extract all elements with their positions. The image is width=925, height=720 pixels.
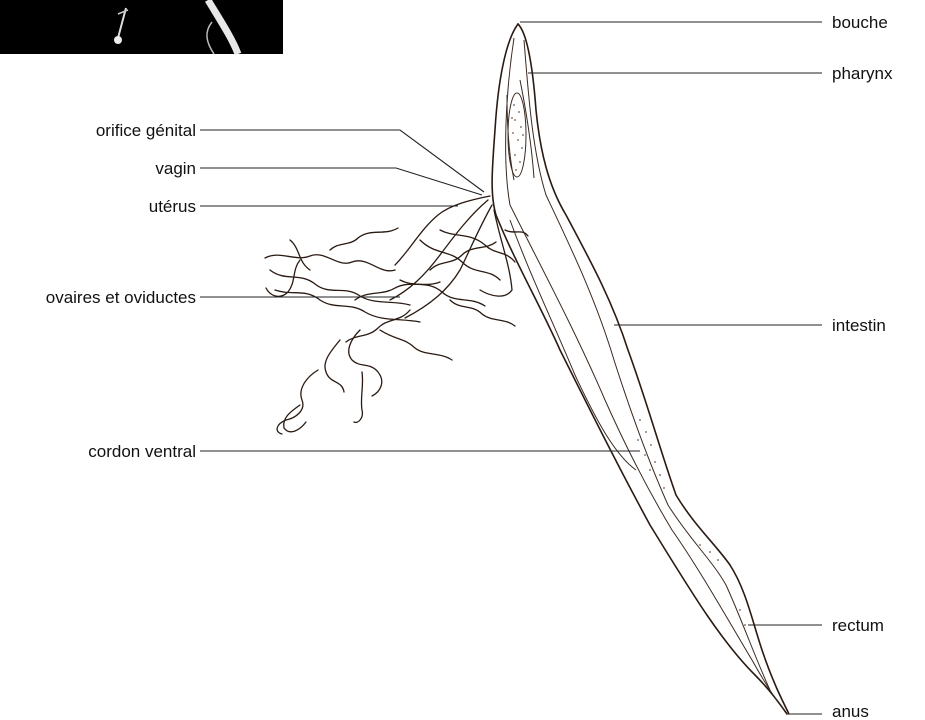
- label-anus: anus: [832, 702, 869, 720]
- label-ovaires-oviductes: ovaires et oviductes: [46, 288, 196, 307]
- label-pharynx: pharynx: [832, 64, 893, 83]
- label-rectum: rectum: [832, 616, 884, 635]
- label-vagin: vagin: [155, 159, 196, 178]
- label-uterus: utérus: [149, 197, 196, 216]
- leader-lines: [200, 22, 822, 714]
- leader-vagin: [200, 168, 482, 195]
- label-intestin: intestin: [832, 316, 886, 335]
- label-orifice-genital: orifice génital: [96, 121, 196, 140]
- label-cordon-ventral: cordon ventral: [88, 442, 196, 461]
- pharynx-stipple: [508, 93, 526, 177]
- intestine-stipple: [637, 419, 746, 626]
- labels: bouche pharynx orifice génital vagin uté…: [46, 13, 893, 720]
- ovaries-oviducts-tangle: [265, 196, 528, 434]
- worm-body: [492, 24, 789, 714]
- inset-photo: [0, 0, 283, 54]
- label-bouche: bouche: [832, 13, 888, 32]
